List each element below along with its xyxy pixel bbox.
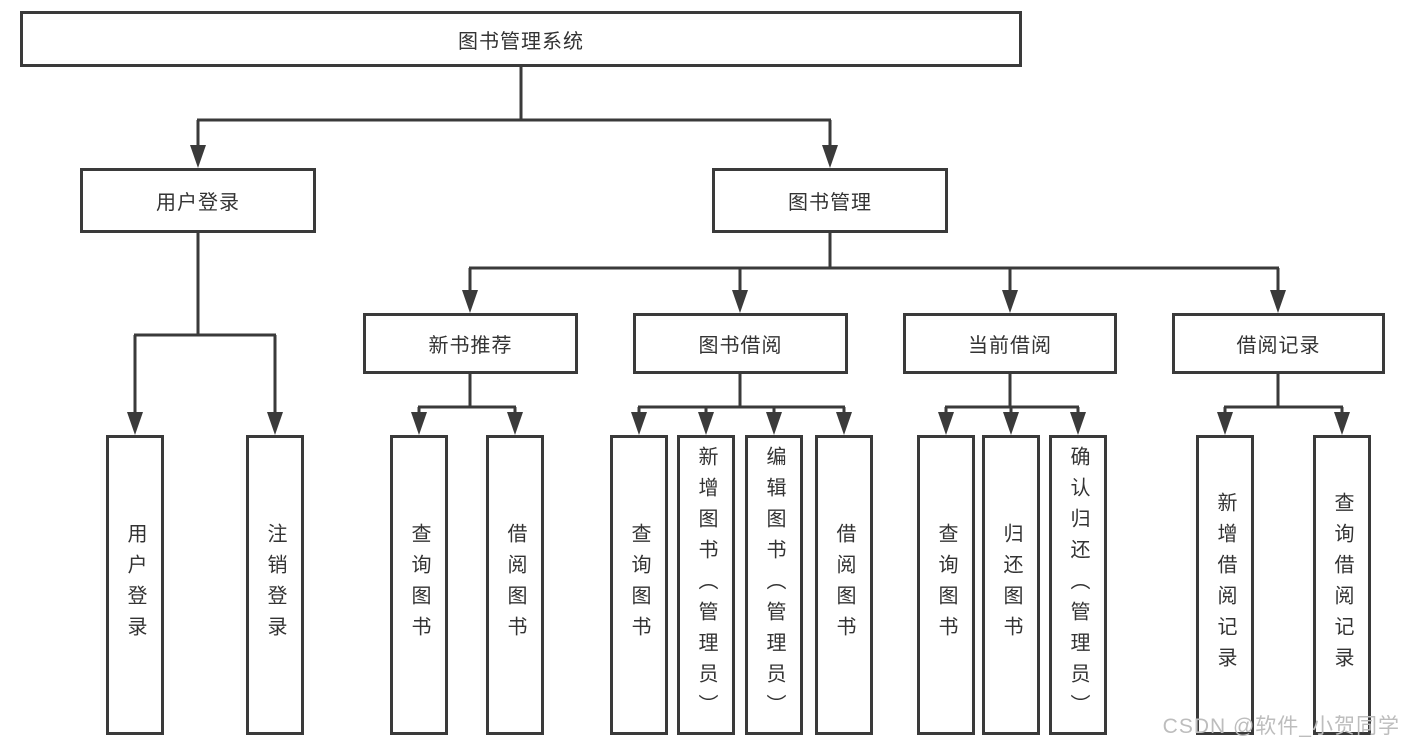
arrow-down-icon <box>1002 290 1018 313</box>
leaf-label: 查询借阅记录 <box>1331 492 1353 678</box>
leaf-confirm-return-admin: 确认归还（管理员） <box>1049 435 1107 735</box>
node-label: 图书管理 <box>788 192 872 214</box>
arrowhead-icons <box>127 145 1350 435</box>
watermark: CSDN @软件_小贺同学 <box>1162 715 1400 738</box>
arrow-down-icon <box>766 412 782 435</box>
arrow-down-icon <box>836 412 852 435</box>
arrow-down-icon <box>127 412 143 435</box>
node-label: 用户登录 <box>156 192 240 214</box>
leaf-label: 借阅图书 <box>833 523 855 647</box>
node-label: 当前借阅 <box>968 335 1052 357</box>
leaf-add-book-admin: 新增图书（管理员） <box>677 435 735 735</box>
node-label: 新书推荐 <box>428 335 513 357</box>
node-library-system: 图书管理系统 <box>20 11 1022 67</box>
leaf-return-book: 归还图书 <box>982 435 1040 735</box>
leaf-label: 查询图书 <box>408 523 430 647</box>
leaf-label: 确认归还（管理员） <box>1067 445 1089 725</box>
arrow-down-icon <box>822 145 838 168</box>
node-book-borrowing: 图书借阅 <box>633 313 848 374</box>
leaf-label: 用户登录 <box>124 523 146 647</box>
leaf-logout: 注销登录 <box>246 435 304 735</box>
arrow-down-icon <box>1217 412 1233 435</box>
leaf-label: 归还图书 <box>1000 523 1022 647</box>
leaf-edit-book-admin: 编辑图书（管理员） <box>745 435 803 735</box>
leaf-label: 新增借阅记录 <box>1214 492 1236 678</box>
arrow-down-icon <box>631 412 647 435</box>
arrow-down-icon <box>1270 290 1286 313</box>
leaf-borrow-book: 借阅图书 <box>815 435 873 735</box>
leaf-search-book: 查询图书 <box>917 435 975 735</box>
node-book-management: 图书管理 <box>712 168 948 233</box>
node-label: 图书管理系统 <box>458 30 584 53</box>
arrow-down-icon <box>938 412 954 435</box>
arrow-down-icon <box>267 412 283 435</box>
leaf-label: 新增图书（管理员） <box>695 445 717 725</box>
node-borrowing-records: 借阅记录 <box>1172 313 1385 374</box>
leaf-label: 注销登录 <box>264 523 286 647</box>
node-label: 图书借阅 <box>698 335 783 357</box>
arrow-down-icon <box>732 290 748 313</box>
arrow-down-icon <box>462 290 478 313</box>
arrow-down-icon <box>1334 412 1350 435</box>
leaf-borrow-book: 借阅图书 <box>486 435 544 735</box>
leaf-label: 编辑图书（管理员） <box>763 445 785 725</box>
leaf-label: 查询图书 <box>935 523 957 647</box>
leaf-search-borrow-record: 查询借阅记录 <box>1313 435 1371 735</box>
leaf-search-book: 查询图书 <box>390 435 448 735</box>
leaf-label: 借阅图书 <box>504 523 526 647</box>
arrow-down-icon <box>507 412 523 435</box>
leaf-user-login: 用户登录 <box>106 435 164 735</box>
node-current-borrowing: 当前借阅 <box>903 313 1117 374</box>
node-user-login: 用户登录 <box>80 168 316 233</box>
arrow-down-icon <box>1070 412 1086 435</box>
leaf-label: 查询图书 <box>628 523 650 647</box>
node-new-book-recommendation: 新书推荐 <box>363 313 578 374</box>
arrow-down-icon <box>411 412 427 435</box>
node-label: 借阅记录 <box>1236 335 1321 357</box>
leaf-add-borrow-record: 新增借阅记录 <box>1196 435 1254 735</box>
arrow-down-icon <box>1003 412 1019 435</box>
arrow-down-icon <box>190 145 206 168</box>
arrow-down-icon <box>698 412 714 435</box>
leaf-search-book: 查询图书 <box>610 435 668 735</box>
